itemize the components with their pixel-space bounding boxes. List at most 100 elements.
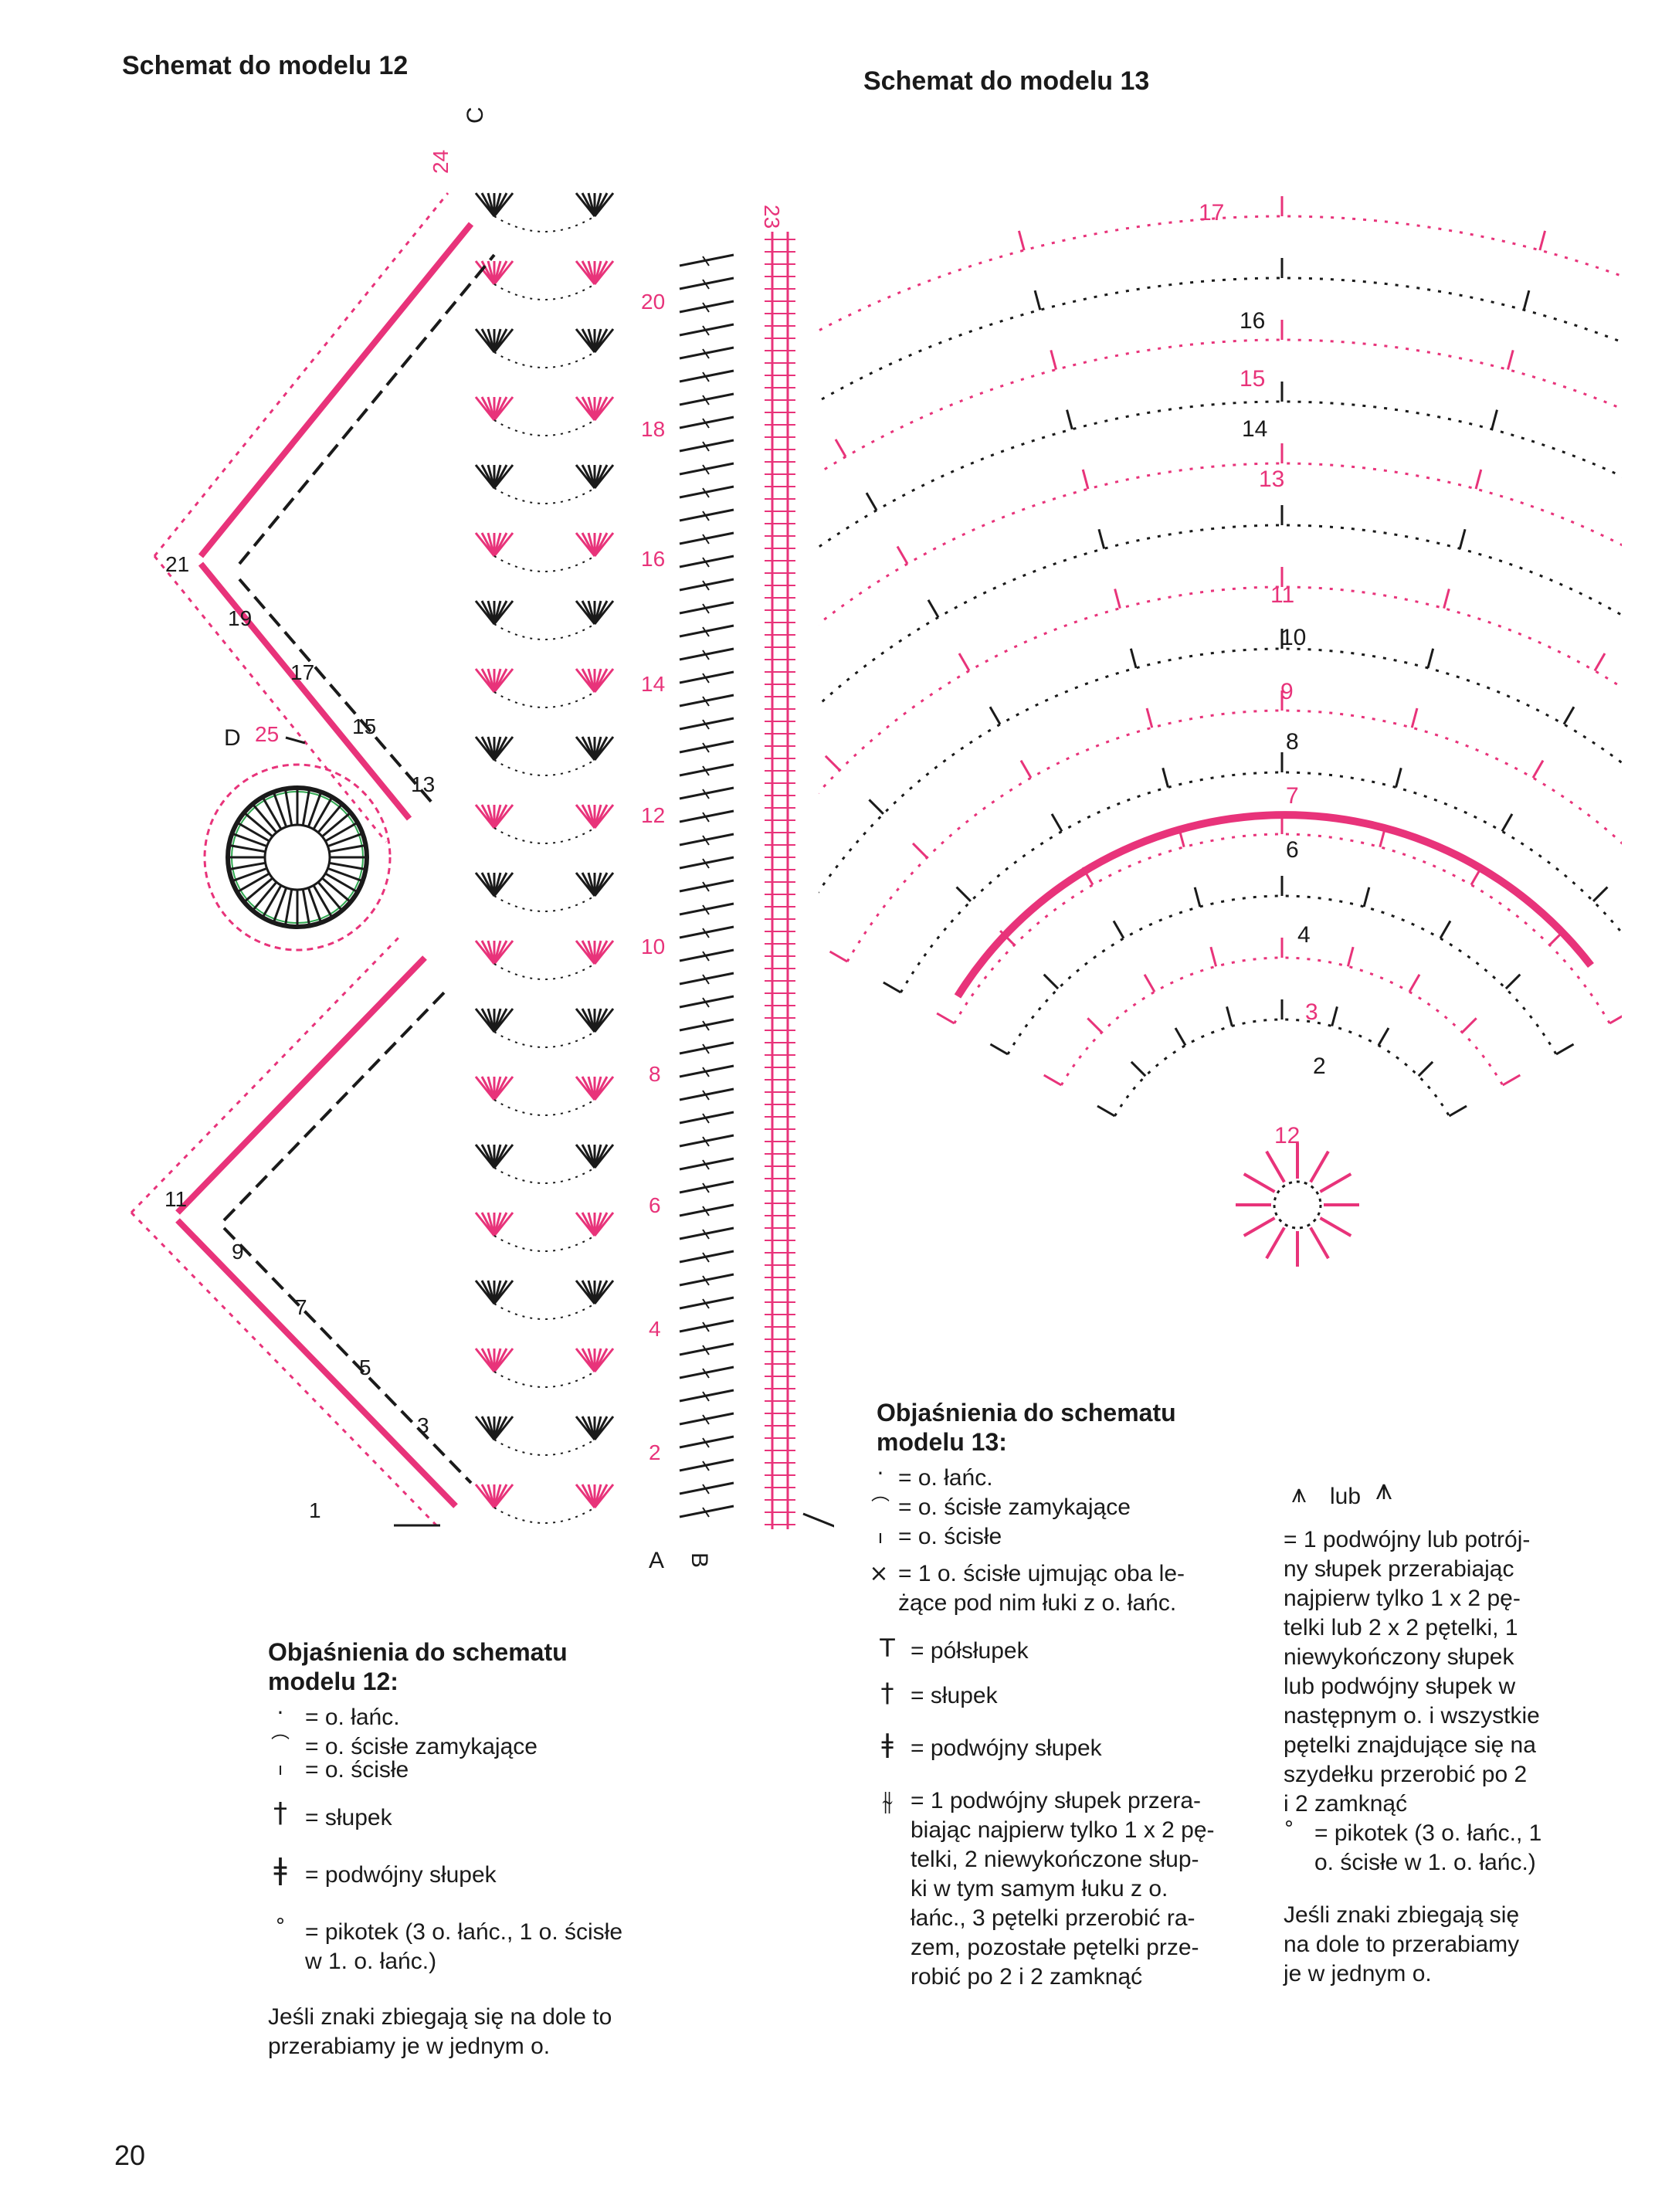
round-label-12: 12 — [641, 803, 665, 827]
page-number: 20 — [114, 2139, 145, 2172]
round-label-10: 10 — [1280, 625, 1306, 650]
round-label-15: 15 — [352, 714, 376, 738]
round-label-17: 17 — [290, 660, 314, 684]
angled-trebles — [680, 255, 734, 1517]
round-label-7: 7 — [1286, 783, 1299, 809]
legend13-heading: Objaśnienia do schematu modelu 13: — [877, 1398, 1176, 1457]
legend12-text-dc: = słupek — [305, 1805, 392, 1830]
legend12-note-line1: Jeśli znaki zbiegają się na dole to — [268, 2003, 700, 2032]
legend13-cluster-line1: = 1 podwójny słupek przera- — [911, 1786, 1278, 1816]
legend13-col2-line9: szydełku przerobić po 2 — [1284, 1760, 1631, 1790]
legend13-text-sc: = o. ścisłe — [898, 1524, 1002, 1549]
legend13-note: Jeśli znaki zbiegają się na dole to prze… — [1284, 1901, 1631, 1989]
legend13-item-tr: ǂ = podwójny słupek — [877, 1734, 1278, 1763]
round-labels: 2 3 4 6 7 8 9 10 11 12 13 14 15 16 17 — [1199, 200, 1326, 1148]
bar-icon: ı — [869, 1522, 892, 1552]
legend13-cluster-line5: łańc., 3 pętelki przerobić ra- — [911, 1904, 1278, 1933]
round-label-16: 16 — [641, 547, 665, 571]
legend13-col2-line2: ny słupek przerabiając — [1284, 1555, 1631, 1584]
round-label-6: 6 — [649, 1193, 661, 1217]
fan-rows — [819, 196, 1622, 1116]
legend12-text-sc: = o. ścisłe — [305, 1757, 409, 1783]
legend13-col2-line7: następnym o. i wszystkie — [1284, 1701, 1631, 1731]
marker-C: C — [463, 107, 488, 124]
legend13-cluster-line4: ki w tym samym łuku z o. — [911, 1874, 1278, 1904]
legend13-text-tr: = podwójny słupek — [911, 1735, 1102, 1761]
round-label-13: 13 — [411, 772, 435, 796]
model12-crochet-diagram: 1 2 3 4 5 6 7 8 9 10 11 12 13 14 15 16 1… — [108, 100, 834, 1568]
legend12-heading-line2: modelu 12: — [268, 1667, 568, 1696]
legend13-col2-line4: telki lub 2 x 2 pętelki, 1 — [1284, 1613, 1631, 1643]
bar-icon: ı — [265, 1756, 296, 1785]
round-label-12: 12 — [1274, 1123, 1300, 1148]
picot-icon: ° — [265, 1912, 296, 1941]
tr-icon: ǂ — [265, 1854, 296, 1884]
arrow-right-bottom — [803, 1514, 834, 1529]
dot-icon: · — [869, 1459, 892, 1488]
edge-trebles-pink — [772, 232, 788, 1529]
legend13-lub: lub — [1330, 1482, 1361, 1511]
legend13-col2: ⩚ lub ⩚ = 1 podwójny lub potrój- ny słup… — [1284, 1479, 1631, 1989]
legend13-item-cluster: ⫳ = 1 podwójny słupek przera- biając naj… — [877, 1786, 1278, 1992]
decrease-tr-icon: ⩚ — [1368, 1474, 1399, 1504]
round-label-4: 4 — [1297, 922, 1311, 948]
legend13-col2-line10: i 2 zamknąć — [1284, 1790, 1631, 1819]
legend13-cluster-line3: telki, 2 niewykończone słup- — [911, 1845, 1278, 1874]
round-label-10: 10 — [641, 935, 665, 958]
legend13-text-dc: = słupek — [911, 1683, 998, 1708]
round-label-8: 8 — [1286, 729, 1299, 755]
legend13-note-line3: je w jednym o. — [1284, 1959, 1631, 1989]
legend13-item-sc: ı = o. ścisłe — [877, 1522, 1278, 1552]
edge-ticks — [765, 239, 795, 1525]
legend12-heading-line1: Objaśnienia do schematu — [268, 1637, 568, 1667]
round-label-7: 7 — [295, 1295, 307, 1319]
legend13-col1: · = o. łańc. ⌒ = o. ścisłe zamykające ı … — [877, 1464, 1278, 1992]
model12-title: Schemat do modelu 12 — [122, 51, 408, 81]
round-label-9: 9 — [1280, 679, 1294, 704]
arc-icon: ⌒ — [869, 1491, 892, 1521]
legend13-col2-line8: pętelki znajdujące się na — [1284, 1731, 1631, 1760]
round-label-1: 1 — [309, 1498, 321, 1522]
marker-A: A — [649, 1548, 664, 1568]
marker-B: B — [687, 1552, 712, 1568]
round-label-9: 9 — [232, 1240, 244, 1264]
marker-D: D — [224, 725, 241, 751]
round-label-5: 5 — [359, 1355, 371, 1379]
round-label-14: 14 — [641, 672, 665, 696]
dot-icon: · — [265, 1698, 296, 1728]
arrow-D — [286, 738, 305, 743]
round-label-21: 21 — [165, 552, 189, 576]
legend13-col2-line3: najpierw tylko 1 x 2 pę- — [1284, 1584, 1631, 1613]
legend13-item-hdc: T = półsłupek — [877, 1637, 1278, 1666]
legend13-picot-line1: = pikotek (3 o. łańc., 1 — [1314, 1819, 1631, 1848]
legend13-cluster-icons: ⩚ lub ⩚ — [1284, 1479, 1631, 1525]
decrease-icon: ⩚ — [1284, 1479, 1314, 1508]
round-label-11: 11 — [1270, 582, 1294, 608]
legend12-item-chain: · = o. łańc. — [268, 1703, 700, 1732]
tr-icon: ǂ — [872, 1729, 903, 1759]
legend13-note-line2: na dole to przerabiamy — [1284, 1930, 1631, 1959]
center-motif — [1236, 1143, 1359, 1267]
round-label-18: 18 — [641, 417, 665, 441]
x-icon: × — [867, 1559, 890, 1589]
picot-icon: ° — [1277, 1814, 1301, 1844]
dc-icon: † — [265, 1799, 296, 1828]
round-label-6: 6 — [1286, 837, 1299, 863]
round-label-2: 2 — [1313, 1053, 1326, 1079]
legend12-item-sc: ı = o. ścisłe — [268, 1756, 700, 1785]
hdc-icon: T — [872, 1634, 903, 1663]
legend12-text-chain: = o. łańc. — [305, 1705, 400, 1730]
cluster-icon: ⫳ — [872, 1786, 903, 1816]
legend13-item-slip: ⌒ = o. ścisłe zamykające — [877, 1493, 1278, 1522]
legend12-list: · = o. łańc. ⌒ = o. ścisłe zamykające ı … — [268, 1703, 700, 2061]
dc-icon: † — [872, 1678, 903, 1708]
round-labels: 1 2 3 4 5 6 7 8 9 10 11 12 13 14 15 16 1… — [164, 150, 784, 1568]
round-label-24: 24 — [429, 150, 453, 174]
legend13-text-slip: = o. ścisłe zamykające — [898, 1494, 1131, 1520]
round-label-3: 3 — [1305, 999, 1318, 1025]
legend13-cluster-line7: robić po 2 i 2 zamknąć — [911, 1963, 1278, 1992]
legend13-heading-line2: modelu 13: — [877, 1427, 1176, 1457]
legend12-item-dc: † = słupek — [268, 1803, 700, 1833]
round-label-16: 16 — [1240, 308, 1265, 334]
legend13-item-picot: ° = pikotek (3 o. łańc., 1 o. ścisłe w 1… — [1284, 1819, 1631, 1878]
